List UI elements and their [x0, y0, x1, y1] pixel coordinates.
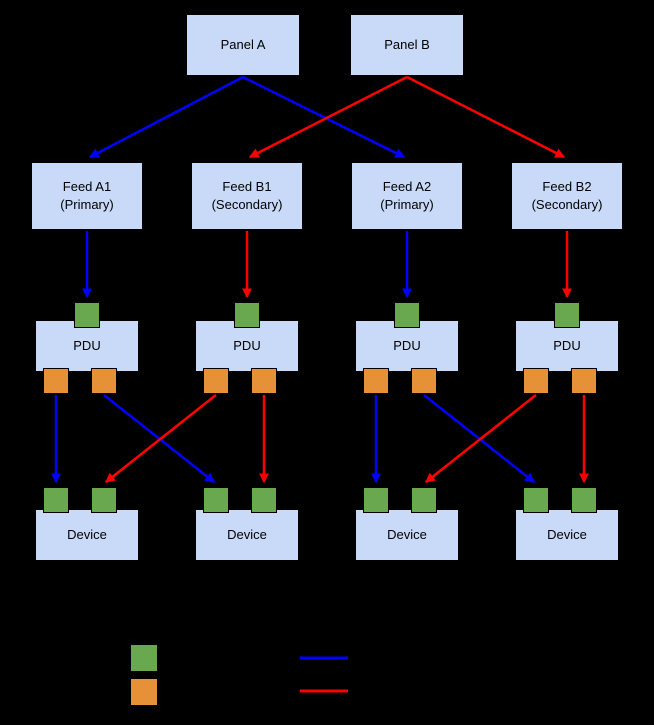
- feed-a1-name: Feed A1: [62, 178, 112, 194]
- device-4-port-left: [523, 487, 549, 513]
- pdu-4-output-port-left: [523, 368, 549, 394]
- edge-pdu2-left-device1-right: [105, 394, 217, 483]
- device-1-node: Device: [35, 509, 139, 561]
- feed-b2-name: Feed B2: [542, 178, 592, 194]
- feed-b2-role: (Secondary): [531, 197, 603, 212]
- device-1-port-left: [43, 487, 69, 513]
- feed-b1-node: Feed B1 (Secondary): [191, 162, 303, 230]
- pdu-3-output-port-left: [363, 368, 389, 394]
- panel-b-node: Panel B: [350, 14, 464, 76]
- pdu-3-label: PDU: [393, 337, 421, 353]
- device-2-port-left: [203, 487, 229, 513]
- edge-panel-b-feed-b2: [406, 75, 566, 159]
- pdu-1-output-port-right: [91, 368, 117, 394]
- pdu-2-input-port: [234, 302, 260, 328]
- device-2-node: Device: [195, 509, 299, 561]
- edge-panel-a-feed-a2: [242, 75, 406, 159]
- pdu-2-label: PDU: [233, 337, 261, 353]
- device-3-label: Device: [387, 526, 427, 542]
- device-1-port-right: [91, 487, 117, 513]
- panel-a-node: Panel A: [186, 14, 300, 76]
- pdu-1-label: PDU: [73, 337, 101, 353]
- device-4-label: Device: [547, 526, 587, 542]
- feed-a1-node: Feed A1 (Primary): [31, 162, 143, 230]
- pdu-4-output-port-right: [571, 368, 597, 394]
- feed-a2-role: (Primary): [380, 197, 434, 212]
- feed-b1-name: Feed B1: [222, 178, 272, 194]
- edge-pdu4-left-device3-right: [425, 394, 537, 483]
- device-4-node: Device: [515, 509, 619, 561]
- pdu-1-node: PDU: [35, 320, 139, 372]
- pdu-4-node: PDU: [515, 320, 619, 372]
- pdu-2-output-port-right: [251, 368, 277, 394]
- pdu-3-node: PDU: [355, 320, 459, 372]
- feed-a2-name: Feed A2: [382, 178, 432, 194]
- panel-a-label: Panel A: [220, 36, 266, 52]
- legend-green-swatch: [130, 644, 158, 672]
- device-1-label: Device: [67, 526, 107, 542]
- edge-panel-a-feed-a1: [88, 75, 244, 159]
- pdu-1-input-port: [74, 302, 100, 328]
- device-3-port-left: [363, 487, 389, 513]
- panel-b-label: Panel B: [384, 36, 430, 52]
- pdu-2-node: PDU: [195, 320, 299, 372]
- device-4-port-right: [571, 487, 597, 513]
- feed-b2-node: Feed B2 (Secondary): [511, 162, 623, 230]
- edge-pdu1-right-device2-left: [103, 394, 215, 483]
- pdu-3-input-port: [394, 302, 420, 328]
- pdu-3-output-port-right: [411, 368, 437, 394]
- edge-pdu3-right-device4-left: [423, 394, 535, 483]
- device-3-port-right: [411, 487, 437, 513]
- legend-orange-swatch: [130, 678, 158, 706]
- feed-a1-role: (Primary): [60, 197, 114, 212]
- pdu-4-input-port: [554, 302, 580, 328]
- feed-b1-role: (Secondary): [211, 197, 283, 212]
- edge-panel-b-feed-b1: [248, 75, 408, 159]
- pdu-2-output-port-left: [203, 368, 229, 394]
- device-2-port-right: [251, 487, 277, 513]
- device-3-node: Device: [355, 509, 459, 561]
- pdu-1-output-port-left: [43, 368, 69, 394]
- device-2-label: Device: [227, 526, 267, 542]
- feed-a2-node: Feed A2 (Primary): [351, 162, 463, 230]
- pdu-4-label: PDU: [553, 337, 581, 353]
